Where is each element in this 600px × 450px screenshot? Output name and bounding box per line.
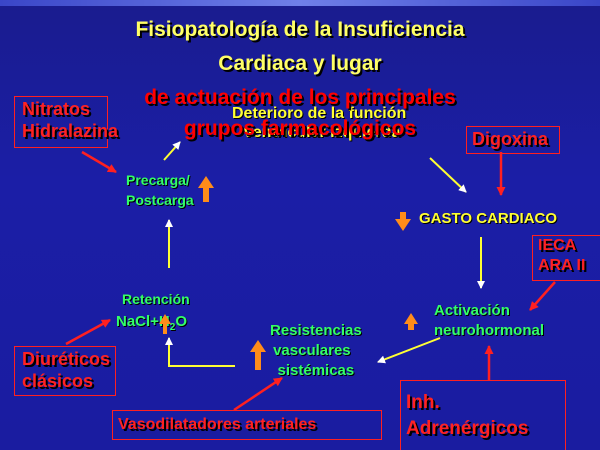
deterioro-label: Deterioro de la función ventricular izqu… <box>232 105 407 141</box>
vasodilatadores-box <box>112 410 382 440</box>
precarga-label: Precarga/ Postcarga <box>126 172 194 208</box>
digoxina-label: Digoxina <box>472 129 549 149</box>
retencion-formula: NaCl+H2O <box>116 313 188 333</box>
nitratos-box <box>14 96 108 148</box>
arrow-ieca <box>529 281 556 311</box>
arrow-activacion-to-resistencias <box>377 337 441 364</box>
arrow-precarga-to-deterioro <box>163 141 181 161</box>
arrow-activacion-to-retencion <box>165 337 235 367</box>
top-band <box>0 0 600 6</box>
diureticos-label: Diuréticos clásicos <box>22 349 111 391</box>
ieca-box <box>532 235 600 281</box>
nitratos-label: Nitratos Hidralazina <box>22 99 119 141</box>
title-line4: grupos farmacológicos <box>183 117 417 140</box>
retencion-up-arrow <box>159 314 171 334</box>
digoxina-box <box>466 126 560 154</box>
precarga-up-arrow <box>198 176 214 202</box>
gasto-down-arrow <box>395 212 411 231</box>
resistencias-label: Resistencias vasculares sistémicas <box>270 322 362 379</box>
activacion-up-arrow <box>404 313 418 330</box>
arrow-vasodilatadores <box>233 376 283 412</box>
inh-box <box>400 380 566 450</box>
vasodilatadores-label: Vasodilatadores arteriales <box>118 416 317 433</box>
title-line3: de actuación de los principales <box>144 86 456 109</box>
inh-label: Inh. Adrenérgicos <box>406 392 529 439</box>
arrow-diureticos <box>65 318 111 346</box>
activacion-label: Activación neurohormonal <box>434 302 545 339</box>
arrow-nitratos <box>81 150 117 174</box>
retencion-label: Retención <box>122 291 190 307</box>
gasto-label: GASTO CARDIACO <box>419 210 558 227</box>
resistencias-up-arrow <box>250 340 266 370</box>
diureticos-box <box>14 346 116 396</box>
title-line1: Fisiopatología de la Insuficiencia <box>135 18 465 41</box>
title-line2: Cardiaca y lugar <box>218 52 382 75</box>
ieca-label: IECA ARA II <box>538 237 586 274</box>
arrow-deterioro-to-gasto <box>429 157 467 193</box>
